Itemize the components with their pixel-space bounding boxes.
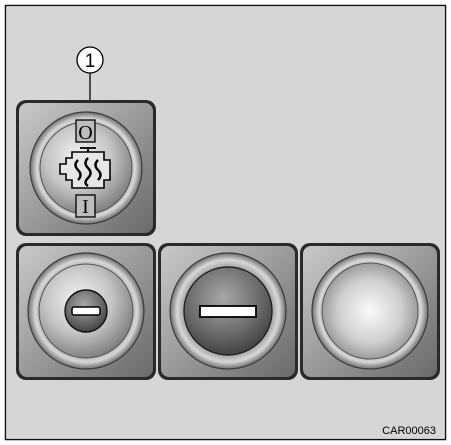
svg-text:1: 1 [85, 51, 96, 72]
wide-minus-icon [200, 306, 256, 317]
switch-1-glow-plug[interactable]: O I [16, 100, 156, 236]
symbol-i-icon: I [76, 195, 95, 218]
switch-2-small-minus[interactable] [16, 243, 156, 380]
small-minus-icon [72, 307, 100, 315]
svg-text:I: I [82, 196, 89, 218]
switch-4-blank[interactable] [300, 243, 440, 380]
figure-code: CAR00063 [382, 425, 436, 437]
switch-3-wide-minus[interactable] [158, 243, 298, 380]
svg-text:O: O [78, 122, 92, 144]
symbol-o-icon: O [76, 120, 95, 144]
